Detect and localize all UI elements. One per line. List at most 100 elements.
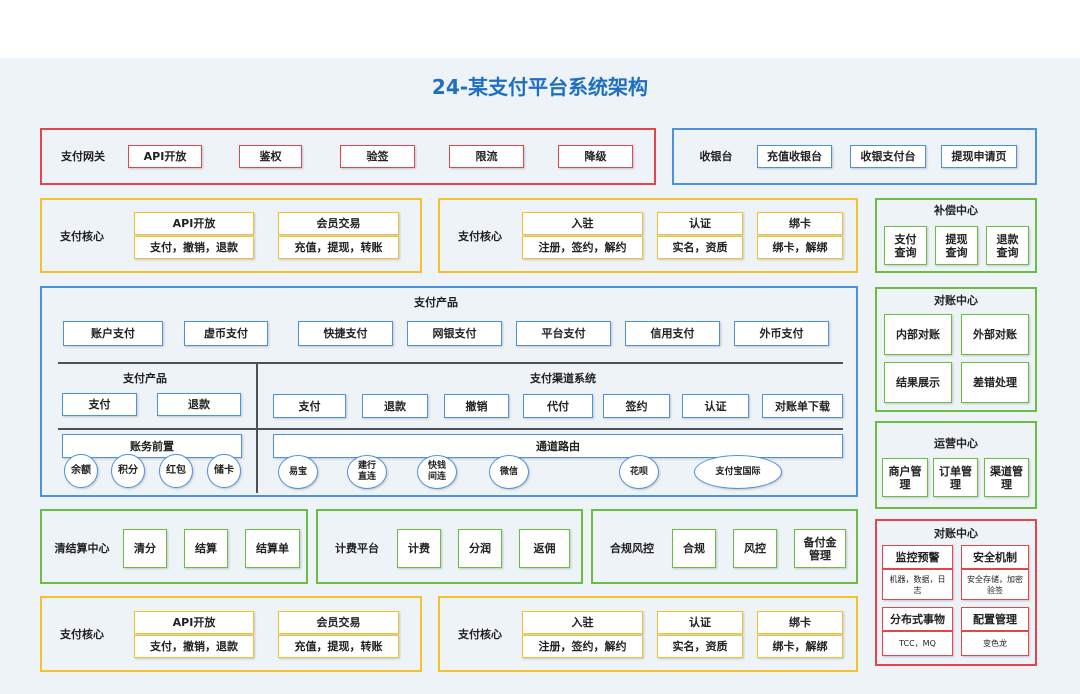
payment-core-label: 支付核心 (458, 230, 502, 243)
core-group-title: 入驻 (522, 212, 643, 235)
core-onboarding-group: 入驻 注册，签约，解约 (522, 212, 643, 259)
payment-core-panel-top-right: 支付核心 入驻 注册，签约，解约 认证 实名，资质 绑卡 绑卡，解绑 (438, 198, 858, 273)
product-section-refund-box: 退款 (157, 393, 241, 416)
core-group-title: API开放 (134, 212, 254, 235)
cashier-recharge-box: 充值收银台 (757, 145, 832, 168)
internal-reconciliation-box: 内部对账 (884, 314, 952, 355)
cashier-panel: 收银台 充值收银台 收银支付台 提现申请页 (672, 128, 1037, 185)
error-handling-box: 差错处理 (961, 362, 1029, 403)
gateway-api-open-box: API开放 (128, 145, 202, 168)
channel-99bill-indirect-oval: 快钱 间连 (417, 455, 457, 489)
product-account-pay-box: 账户支付 (63, 321, 163, 346)
product-section-title: 支付产品 (123, 371, 167, 385)
core-group-detail: 实名，资质 (657, 236, 743, 259)
distributed-transaction-title-box: 分布式事物 (882, 607, 953, 631)
accounting-front-box: 账务前置 (62, 434, 242, 458)
core-member-trade-group: 会员交易 充值，提现，转账 (278, 611, 399, 658)
cashier-pay-box: 收银支付台 (850, 145, 926, 168)
payment-core-label: 支付核心 (60, 628, 104, 641)
core-api-open-group: API开放 支付，撤销，退款 (134, 611, 254, 658)
accounting-red-packet-circle: 红包 (159, 454, 193, 488)
diagram-title: 24-某支付平台系统架构 (431, 75, 649, 99)
clearing-settlement-panel: 清结算中心 清分 结算 结算单 (40, 509, 308, 584)
operations-center-panel: 运营中心 商户管 理 订单管 理 渠道管 理 (875, 421, 1037, 509)
reconciliation-center-panel: 对账中心 内部对账 外部对账 结果展示 差错处理 (875, 287, 1037, 412)
monitoring-center-panel: 对账中心 监控预警 机器，数据，日 志 安全机制 安全存储，加密 验签 分布式事… (875, 519, 1037, 666)
payment-core-label: 支付核心 (458, 628, 502, 641)
core-verification-group: 认证 实名，资质 (657, 611, 743, 658)
channel-ccb-direct-oval: 建行 直连 (347, 455, 387, 489)
core-group-detail: 绑卡，解绑 (757, 236, 843, 259)
vertical-divider (256, 362, 258, 493)
config-management-title-box: 配置管理 (961, 607, 1029, 631)
core-group-detail: 充值，提现，转账 (278, 236, 399, 259)
cashier-label: 收银台 (699, 150, 733, 163)
core-group-detail: 绑卡，解绑 (757, 635, 843, 658)
billing-box: 计费 (397, 529, 441, 568)
core-group-detail: 支付，撤销，退款 (134, 236, 254, 259)
core-group-title: 绑卡 (757, 212, 843, 235)
product-credit-pay-box: 信用支付 (625, 321, 720, 346)
channel-huabei-oval: 花呗 (619, 455, 659, 489)
gateway-signature-check-box: 验签 (340, 145, 415, 168)
channel-system-title: 支付渠道系统 (530, 371, 596, 385)
payment-core-panel-bottom-right: 支付核心 入驻 注册，签约，解约 认证 实名，资质 绑卡 绑卡，解绑 (438, 596, 858, 672)
result-display-box: 结果展示 (884, 362, 952, 403)
channel-statement-download-box: 对账单下载 (762, 394, 843, 418)
rebate-box: 返佣 (519, 529, 570, 568)
channel-alipay-intl-oval: 支付宝国际 (694, 455, 782, 489)
core-group-detail: 注册，签约，解约 (522, 236, 643, 259)
payment-gateway-label: 支付网关 (61, 150, 105, 163)
reserve-fund-box: 备付金 管理 (794, 529, 846, 568)
channel-management-box: 渠道管 理 (984, 458, 1029, 497)
order-management-box: 订单管 理 (933, 458, 978, 497)
channel-verify-box: 认证 (682, 394, 749, 418)
product-platform-pay-box: 平台支付 (516, 321, 611, 346)
core-onboarding-group: 入驻 注册，签约，解约 (522, 611, 643, 658)
config-management-detail-box: 变色龙 (961, 631, 1029, 656)
core-group-title: 绑卡 (757, 611, 843, 634)
accounting-stored-card-circle: 储卡 (207, 454, 241, 488)
channel-routing-box: 通道路由 (273, 434, 843, 458)
risk-control-box: 风控 (733, 529, 777, 568)
compliance-risk-label: 合规风控 (610, 542, 654, 555)
billing-platform-label: 计费平台 (335, 542, 379, 555)
accounting-points-circle: 积分 (111, 454, 145, 488)
channel-refund-box: 退款 (362, 394, 428, 418)
core-group-detail: 充值，提现，转账 (278, 635, 399, 658)
payment-core-panel-bottom-left: 支付核心 API开放 支付，撤销，退款 会员交易 充值，提现，转账 (40, 596, 422, 672)
billing-platform-panel: 计费平台 计费 分润 返佣 (316, 509, 583, 584)
cashier-withdraw-page-box: 提现申请页 (941, 145, 1017, 168)
profit-sharing-box: 分润 (458, 529, 502, 568)
reconciliation-center-title: 对账中心 (934, 293, 978, 307)
core-group-detail: 支付，撤销，退款 (134, 635, 254, 658)
payment-core-panel-top-left: 支付核心 API开放 支付，撤销，退款 会员交易 充值，提现，转账 (40, 198, 422, 273)
clearing-box: 清分 (123, 529, 167, 568)
compensation-refund-query-box: 退款 查询 (986, 226, 1029, 265)
channel-pay-box: 支付 (273, 394, 346, 418)
core-api-open-group: API开放 支付，撤销，退款 (134, 212, 254, 259)
product-online-banking-pay-box: 网银支付 (407, 321, 502, 346)
core-verification-group: 认证 实名，资质 (657, 212, 743, 259)
horizontal-divider (58, 428, 843, 430)
compensation-withdraw-query-box: 提现 查询 (935, 226, 978, 265)
core-group-title: 会员交易 (278, 212, 399, 235)
core-bind-card-group: 绑卡 绑卡，解绑 (757, 611, 843, 658)
channel-wechat-oval: 微信 (489, 455, 529, 489)
clearing-settlement-label: 清结算中心 (54, 542, 110, 555)
product-foreign-currency-pay-box: 外币支付 (734, 321, 829, 346)
payment-products-panel: 支付产品 账户支付 虚币支付 快捷支付 网银支付 平台支付 信用支付 外币支付 … (40, 286, 858, 497)
core-group-detail: 注册，签约，解约 (522, 635, 643, 658)
channel-payout-box: 代付 (523, 394, 593, 418)
monitoring-alert-title-box: 监控预警 (882, 545, 953, 569)
core-group-title: API开放 (134, 611, 254, 634)
compensation-center-title: 补偿中心 (934, 203, 978, 217)
core-group-title: 认证 (657, 611, 743, 634)
compensation-center-panel: 补偿中心 支付 查询 提现 查询 退款 查询 (875, 198, 1037, 273)
compensation-pay-query-box: 支付 查询 (884, 226, 927, 265)
gateway-authentication-box: 鉴权 (239, 145, 302, 168)
settlement-box: 结算 (184, 529, 228, 568)
product-section-pay-box: 支付 (62, 393, 137, 416)
core-group-title: 入驻 (522, 611, 643, 634)
product-virtual-currency-pay-box: 虚币支付 (184, 321, 268, 346)
